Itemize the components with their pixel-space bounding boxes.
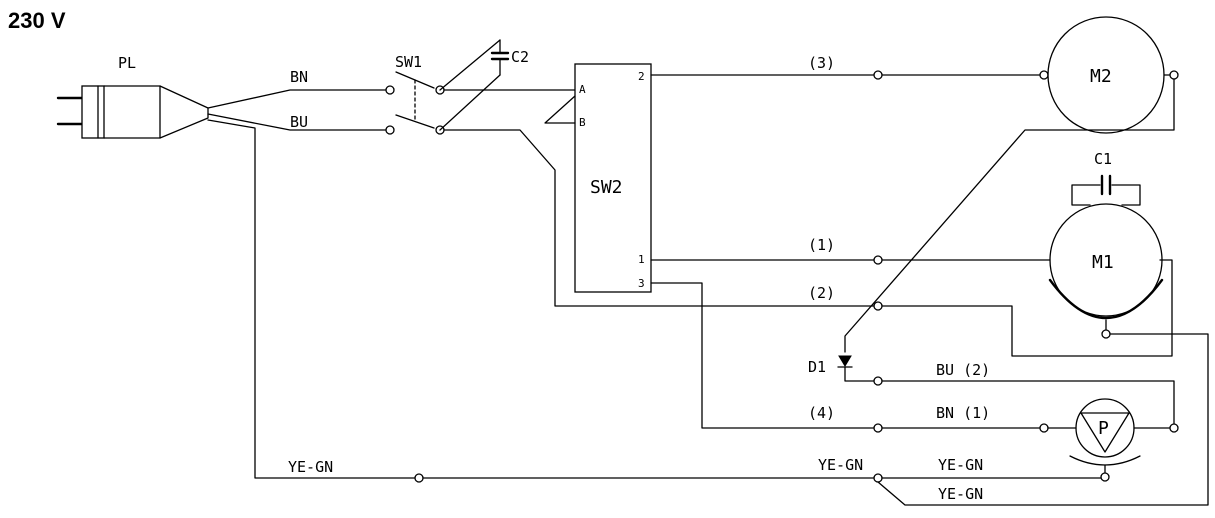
label-m2: M2 xyxy=(1090,66,1112,87)
voltage-label: 230 V xyxy=(8,8,66,33)
label-pl: PL xyxy=(118,54,136,72)
label-ye-gn-mid: YE-GN xyxy=(818,456,863,474)
wire-bu xyxy=(207,113,391,131)
label-m1: M1 xyxy=(1092,252,1114,273)
label-wire-4: (4) xyxy=(808,404,835,422)
sw2-pin-b: B xyxy=(579,116,586,129)
wire-m2-return xyxy=(844,78,1175,353)
pump-p xyxy=(1047,398,1179,482)
label-wire-1: (1) xyxy=(808,236,835,254)
sw2-pin-2: 2 xyxy=(638,70,645,83)
label-sw1: SW1 xyxy=(395,53,422,71)
diode-d1 xyxy=(837,355,879,382)
label-ye-gn-pump: YE-GN xyxy=(938,456,983,474)
wire-bn xyxy=(207,89,391,109)
wire-ye-gn-m1 xyxy=(877,333,1209,506)
sw2-pin-a: A xyxy=(579,83,586,96)
label-wire-2: (2) xyxy=(808,284,835,302)
label-p: P xyxy=(1098,418,1109,439)
label-c1: C1 xyxy=(1094,150,1112,168)
wire-ye-gn-left xyxy=(207,119,416,479)
label-wire-3: (3) xyxy=(808,54,835,72)
switch-sw1 xyxy=(385,71,445,135)
sw2-pin-1: 1 xyxy=(638,253,645,266)
wire-2-to-m1 xyxy=(881,259,1173,357)
wire-bu-2 xyxy=(881,380,1175,425)
label-bn: BN xyxy=(290,68,308,86)
sw2-pin-3: 3 xyxy=(638,277,645,290)
motor-m1 xyxy=(1048,174,1164,339)
label-bu-2: BU (2) xyxy=(936,361,990,379)
wire-2 xyxy=(443,129,881,307)
switch-sw2 xyxy=(544,63,652,293)
label-bn-1: BN (1) xyxy=(936,404,990,422)
label-ye-gn-left: YE-GN xyxy=(288,458,333,476)
motor-m2 xyxy=(1047,16,1179,134)
plug-pl xyxy=(56,85,209,139)
label-ye-gn-m1: YE-GN xyxy=(938,485,983,503)
capacitor-c2 xyxy=(439,39,510,131)
label-d1: D1 xyxy=(808,358,826,376)
label-c2: C2 xyxy=(511,48,529,66)
wire-4 xyxy=(650,282,1041,429)
label-bu: BU xyxy=(290,113,308,131)
label-sw2: SW2 xyxy=(590,177,623,198)
